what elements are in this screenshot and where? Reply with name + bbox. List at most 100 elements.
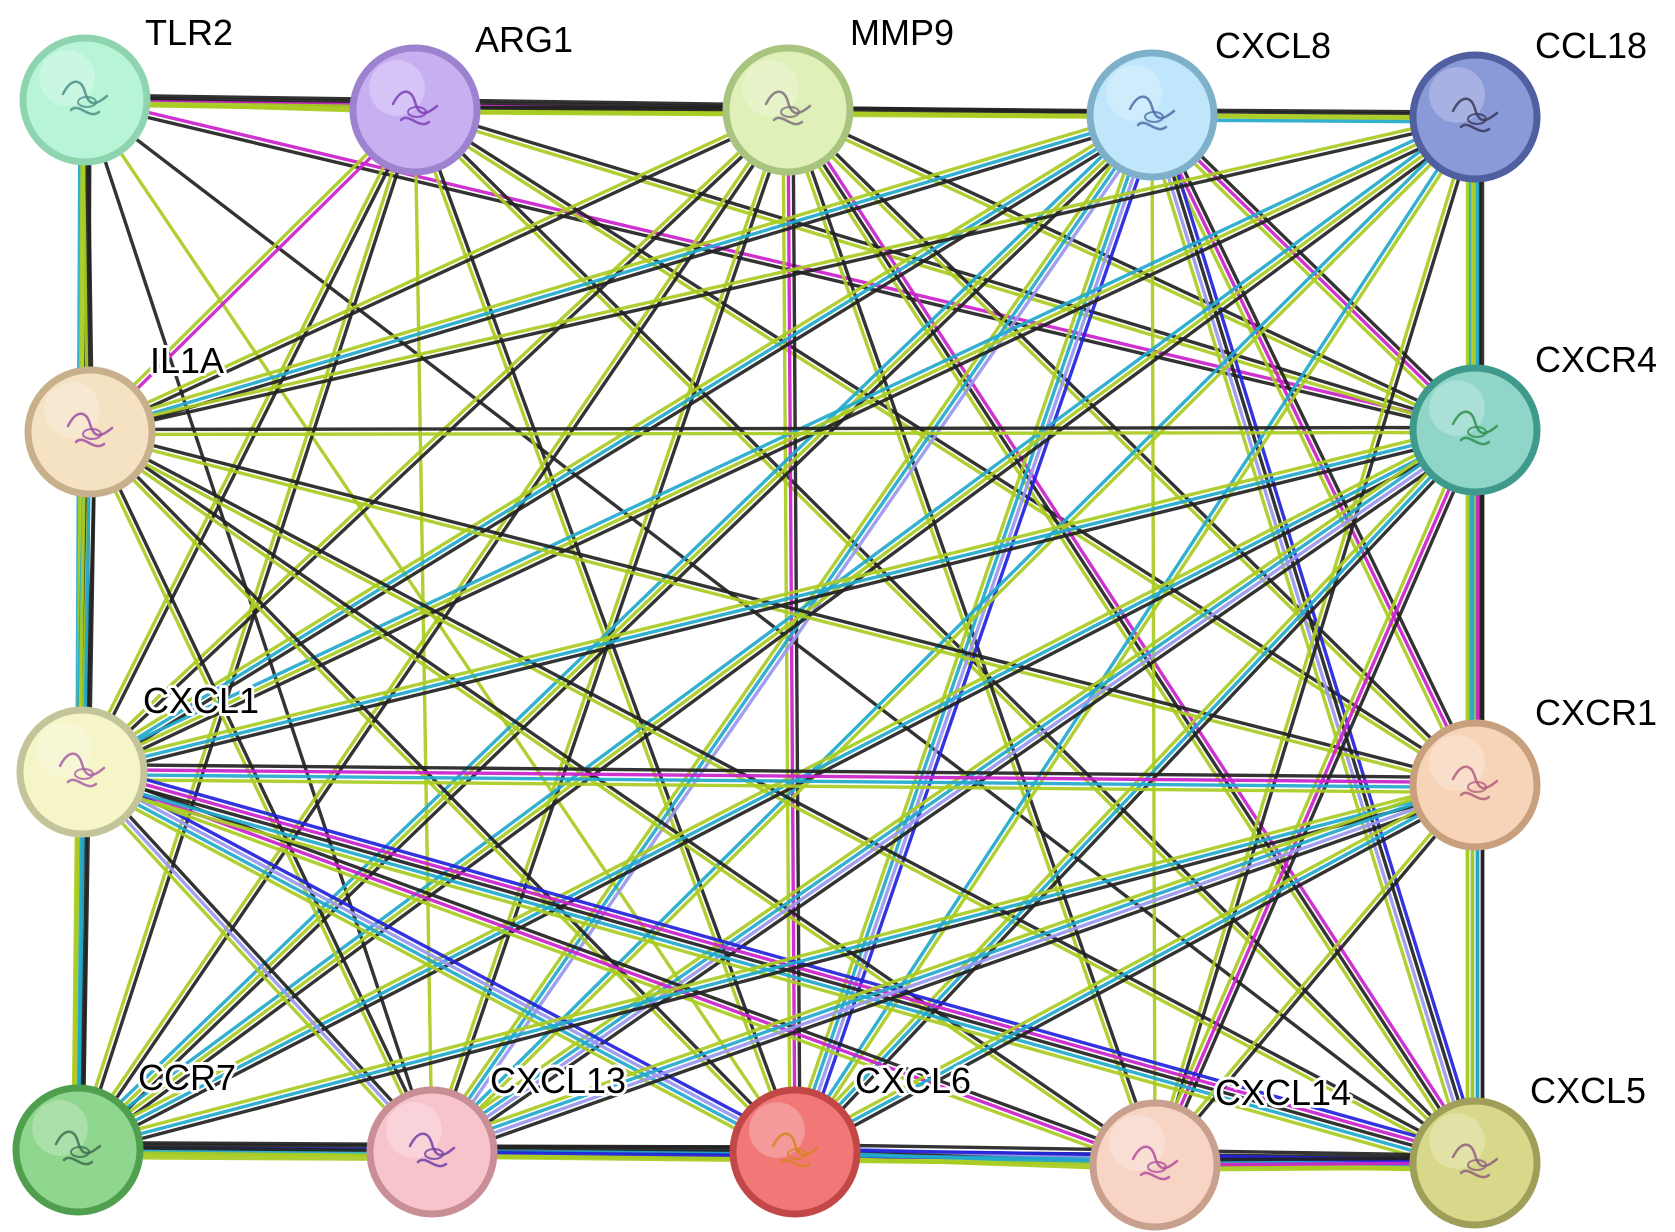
node-highlight: [1429, 735, 1485, 791]
edge-IL1A-CXCR4-black: [88, 425, 1477, 432]
edge-ARG1-CXCL1-black: [82, 109, 419, 775]
edge-CCL18-CCR7-black: [79, 119, 1480, 1156]
edge-layer: [71, 93, 1485, 1175]
edge-MMP9-CCR7-yellow: [74, 106, 788, 1151]
edge-CXCL1-CXCR1-black: [80, 762, 1477, 780]
node-il1a[interactable]: [24, 366, 156, 498]
edge-CCL18-CXCL13-cyan: [428, 113, 1475, 1152]
edge-ARG1-CCR7-black: [78, 109, 420, 1153]
edge-CXCL8-CXCR1-yellow: [1145, 115, 1473, 789]
protein-structure-icon: [54, 1130, 102, 1166]
node-label-tlr2: TLR2: [145, 12, 233, 53]
edge-CCL18-CXCL14-black: [1155, 116, 1480, 1168]
edge-CXCR1-CXCL6-yellow: [790, 778, 1475, 1150]
node-highlight: [39, 50, 95, 106]
edge-IL1A-CXCL6-black: [90, 428, 799, 1152]
protein-helix-icon: [1144, 111, 1164, 123]
node-highlight: [32, 1100, 88, 1156]
node-arg1[interactable]: [349, 44, 481, 176]
node-disc: [349, 44, 481, 176]
edge-CXCR4-CXCL13-lavender: [431, 430, 1479, 1156]
edge-IL1A-CXCL13-yellow: [86, 431, 432, 1155]
edge-ARG1-CCR7-yellow: [73, 107, 415, 1151]
edge-IL1A-CXCL5-yellow: [87, 432, 1476, 1167]
edge-CCL18-CCR7-cyan: [73, 111, 1474, 1148]
edge-CXCR4-CXCL6-yellow: [789, 424, 1474, 1151]
edge-CXCL8-CXCR1-black: [1154, 111, 1482, 785]
node-disc: [1086, 49, 1218, 181]
protein-structure-icon: [1131, 1145, 1179, 1181]
node-cxcl1[interactable]: [16, 706, 148, 838]
node-highlight: [36, 722, 92, 778]
edge-CXCL8-CXCL1-cyan: [80, 113, 1154, 774]
edge-CXCR4-CXCL14-yellow: [1148, 426, 1473, 1165]
edge-CXCL8-IL1A-yellow: [86, 108, 1153, 429]
node-highlight: [1429, 1113, 1485, 1169]
edge-CXCL1-CXCL13-black: [83, 766, 438, 1151]
node-label-cxcl8: CXCL8: [1215, 25, 1331, 66]
edge-CXCR4-CXCL14-black: [1157, 430, 1482, 1169]
protein-helix-icon: [82, 428, 102, 440]
node-label-il1a: IL1A: [150, 340, 224, 381]
protein-helix-icon: [1467, 781, 1487, 793]
edge-ARG1-CXCR4-yellow: [412, 110, 1476, 435]
protein-helix-icon: [787, 1148, 807, 1160]
node-label-cxcl6: CXCL6: [855, 1060, 971, 1101]
edge-CXCR1-CXCL13-cyan: [429, 780, 1476, 1152]
node-disc: [1409, 364, 1541, 496]
node-layer: [12, 34, 1541, 1231]
node-label-cxcl14: CXCL14: [1215, 1072, 1351, 1113]
edge-CCL18-CXCL1-cyan: [78, 110, 1475, 770]
protein-helix-icon: [1467, 1159, 1487, 1171]
node-ccr7[interactable]: [12, 1084, 144, 1216]
node-highlight: [1429, 67, 1485, 123]
node-highlight: [1429, 380, 1485, 436]
edge-CXCL8-CXCL5-black: [1152, 112, 1480, 1164]
protein-structure-icon: [61, 80, 109, 116]
node-label-ccl18: CCL18: [1535, 25, 1647, 66]
edge-MMP9-CXCR4-black: [787, 106, 1478, 430]
node-disc: [1409, 719, 1541, 851]
edge-CXCL8-CXCR1-magenta: [1150, 113, 1477, 787]
node-disc: [16, 706, 148, 838]
edge-CXCL1-CXCL6-lavender: [81, 768, 798, 1152]
node-cxcl5[interactable]: [1409, 1097, 1541, 1229]
protein-structure-icon: [1128, 95, 1176, 131]
edge-ARG1-CXCR1-yellow: [411, 110, 1476, 789]
protein-structure-icon: [58, 752, 106, 788]
edge-CXCR4-CCR7-black: [78, 432, 1479, 1157]
edge-IL1A-CXCL14-black: [89, 428, 1159, 1165]
node-cxcr1[interactable]: [1409, 719, 1541, 851]
protein-helix-icon: [1467, 113, 1487, 125]
edge-CXCR1-CXCL13-black: [432, 790, 1480, 1161]
protein-structure-icon: [391, 90, 439, 126]
node-highlight: [369, 60, 425, 116]
node-highlight: [386, 1102, 442, 1158]
edge-IL1A-CXCL5-black: [89, 428, 1478, 1163]
edge-CXCR1-CXCL13-yellow: [427, 776, 1475, 1147]
node-cxcl14[interactable]: [1089, 1099, 1221, 1231]
edge-MMP9-CXCL5-magenta: [790, 105, 1481, 1162]
edge-CXCR1-CCR7-black: [77, 788, 1478, 1157]
edge-CCL18-CXCL13-yellow: [432, 117, 1479, 1156]
node-disc: [1409, 1097, 1541, 1229]
edge-IL1A-CXCR4-yellow: [88, 430, 1477, 437]
node-cxcr4[interactable]: [1409, 364, 1541, 496]
edge-CXCR1-CCR7-yellow: [75, 778, 1476, 1147]
node-highlight: [742, 60, 798, 116]
node-tlr2[interactable]: [19, 34, 151, 166]
edge-CXCR1-CXCL14-black: [1155, 784, 1479, 1169]
edge-CCL18-IL1A-yellow: [87, 112, 1477, 432]
edge-MMP9-IL1A-black: [89, 110, 791, 436]
edge-CXCL1-CXCL6-yellow: [76, 776, 794, 1161]
edge-CCL18-CXCL14-yellow: [1150, 114, 1475, 1166]
protein-structure-icon: [408, 1132, 456, 1168]
node-cxcl13[interactable]: [366, 1086, 498, 1218]
node-ccl18[interactable]: [1409, 51, 1541, 183]
protein-structure-icon: [1451, 765, 1499, 801]
node-cxcl6[interactable]: [729, 1086, 861, 1218]
node-cxcl8[interactable]: [1086, 49, 1218, 181]
edge-CXCR1-CCR7-cyan: [76, 783, 1477, 1152]
node-mmp9[interactable]: [722, 44, 854, 176]
